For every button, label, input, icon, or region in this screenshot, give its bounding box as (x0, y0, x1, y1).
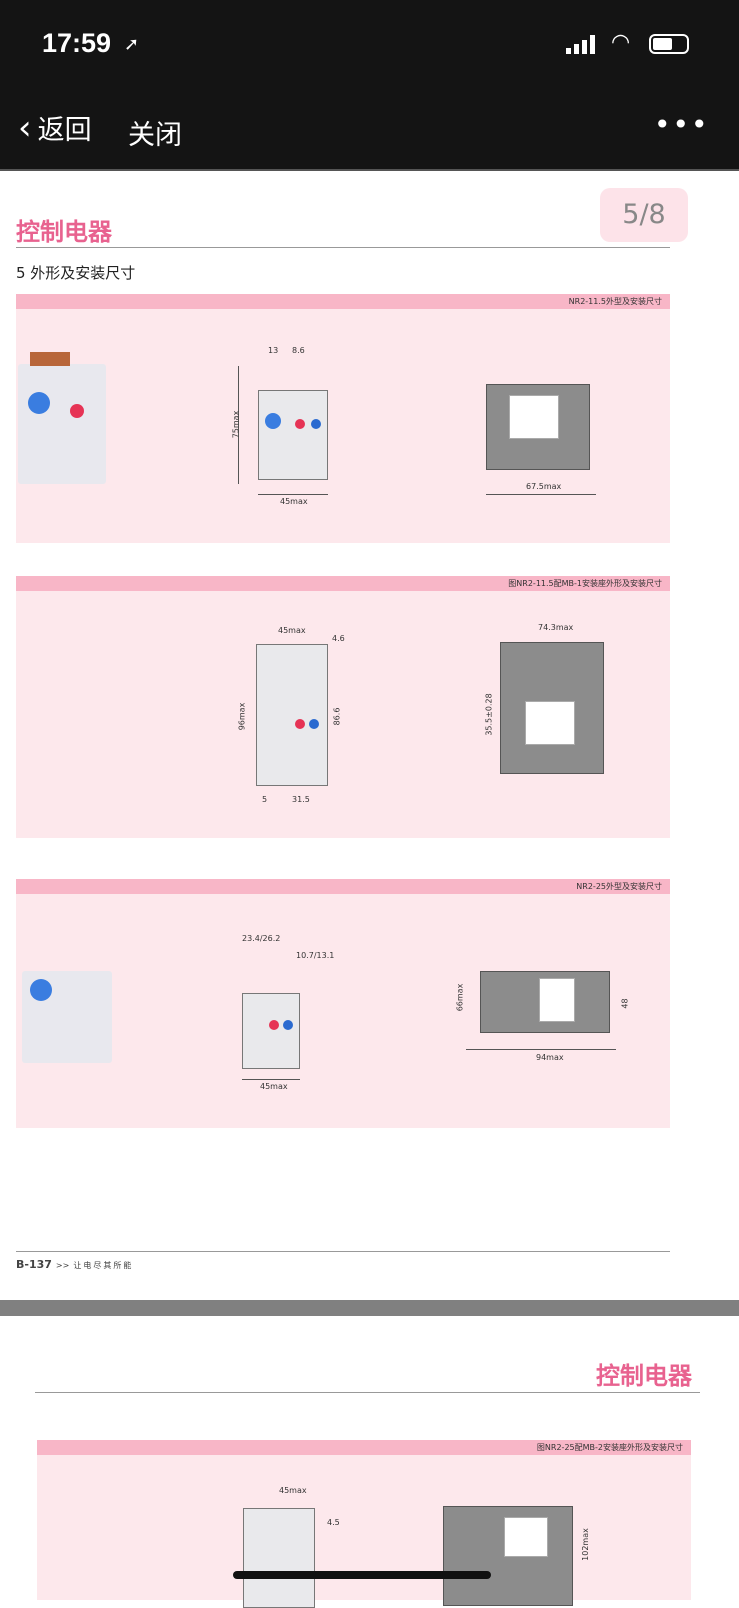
footer-divider (16, 1251, 670, 1252)
panel-caption: NR2-25外型及安装尺寸 (16, 879, 670, 894)
battery-icon (649, 34, 689, 54)
dim-label: 86.6 (332, 707, 342, 726)
dim-label: 102max (580, 1528, 590, 1561)
diagram-panel-nr2-11-5-mb1: 图NR2-11.5配MB-1安装座外形及安装尺寸 45max 4.6 96max… (16, 576, 670, 838)
diagram-panel-nr2-25: NR2-25外型及安装尺寸 23.4/26.2 10.7/13.1 45max … (16, 879, 670, 1128)
nav-bar: ‹ 返回 关闭 ••• (0, 88, 739, 171)
page-number: B-137 (16, 1258, 52, 1271)
dim-label: 94max (536, 1053, 564, 1062)
section-title: 5 外形及安装尺寸 (16, 264, 136, 282)
dim-label: 10.7/13.1 (296, 951, 335, 960)
more-dots-icon[interactable]: ••• (654, 108, 710, 141)
home-indicator (233, 1571, 491, 1579)
dim-label: 8.6 (292, 346, 305, 355)
dim-label: 45max (260, 1082, 288, 1091)
dim-label: 35.5±0.28 (484, 693, 494, 736)
dim-label: 4.6 (332, 634, 345, 643)
dim-label: 96max (237, 702, 247, 731)
panel-caption: NR2-11.5外型及安装尺寸 (16, 294, 670, 309)
dim-label: 45max (280, 497, 308, 506)
dim-label: 48 (620, 998, 630, 1009)
dim-label: 45max (278, 626, 306, 635)
dim-label: 67.5max (526, 482, 562, 491)
dim-label: 4.5 (327, 1518, 340, 1527)
dim-label: 23.4/26.2 (242, 934, 281, 943)
front-view (243, 1508, 315, 1608)
side-view (500, 642, 604, 774)
page-separator (0, 1300, 739, 1316)
front-view (256, 644, 328, 786)
product-photo (18, 352, 106, 484)
diagram-panel-nr2-11-5: NR2-11.5外型及安装尺寸 13 8.6 75max 45max 67.5m… (16, 294, 670, 543)
signal-icon (566, 34, 600, 54)
dim-label: 74.3max (538, 623, 574, 632)
dim-label: 31.5 (292, 795, 310, 804)
side-view (443, 1506, 573, 1606)
dim-label: 66max (455, 983, 465, 1012)
footer-slogan: 让电尽其所能 (73, 1261, 134, 1270)
wifi-icon: ◠ (611, 30, 631, 55)
status-bar: 17:59 ➚ ◠ (0, 0, 739, 88)
front-view (242, 993, 300, 1069)
page-header: 控制电器 (596, 1362, 692, 1390)
page-footer: B-137 >> 让电尽其所能 (16, 1258, 133, 1271)
divider (16, 247, 670, 248)
dim-label: 5 (262, 795, 268, 804)
status-time: 17:59 (42, 28, 112, 58)
dim-label: 75max (231, 410, 241, 439)
back-label: 返回 (37, 115, 92, 146)
dim-label: 13 (268, 346, 279, 355)
product-photo (22, 971, 112, 1063)
page-header: 控制电器 (16, 218, 112, 246)
page-indicator: 5/8 (600, 188, 688, 242)
chevron-left-icon: ‹ (18, 107, 32, 148)
close-button[interactable]: 关闭 (128, 120, 182, 151)
dim-label: 45max (279, 1486, 307, 1495)
back-button[interactable]: ‹ 返回 (18, 108, 92, 147)
panel-caption: 图NR2-11.5配MB-1安装座外形及安装尺寸 (16, 576, 670, 591)
front-view (258, 390, 328, 480)
footer-arrows: >> (55, 1261, 70, 1270)
side-view (486, 384, 590, 470)
divider (35, 1392, 700, 1393)
side-view (480, 971, 610, 1033)
panel-caption: 图NR2-25配MB-2安装座外形及安装尺寸 (37, 1440, 691, 1455)
location-arrow-icon: ➚ (124, 34, 140, 55)
